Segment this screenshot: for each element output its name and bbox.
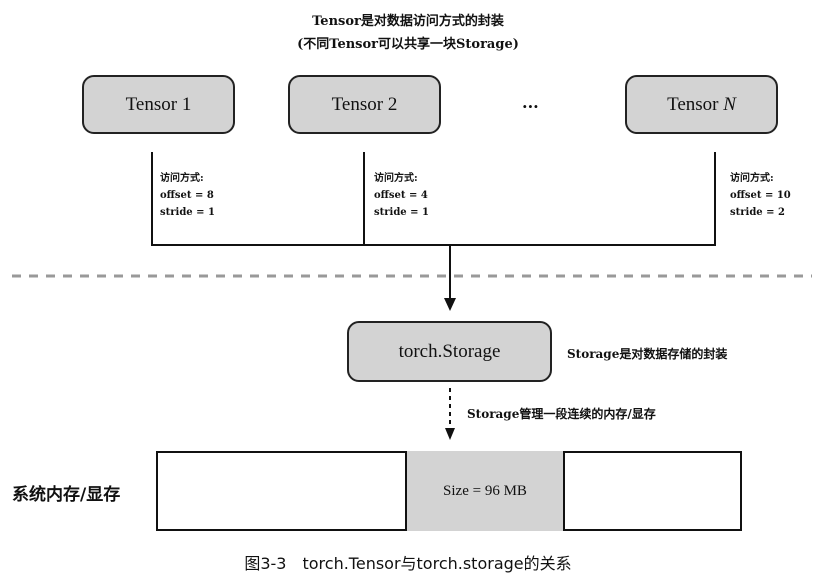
tensor-2-access: 访问方式: offset = 4 stride = 1 (374, 170, 429, 221)
stride-value: stride = 2 (730, 207, 785, 218)
access-label: 访问方式: (160, 173, 204, 184)
figure-caption: 图3-3 torch.Tensor与torch.storage的关系 (244, 554, 572, 573)
stride-value: stride = 1 (160, 207, 215, 218)
access-label: 访问方式: (374, 173, 418, 184)
tensor-1-label: Tensor 1 (125, 93, 192, 115)
access-label: 访问方式: (730, 173, 774, 184)
offset-value: offset = 4 (374, 190, 428, 201)
tensor-2-box: Tensor 2 (288, 75, 441, 134)
storage-box: torch.Storage (347, 321, 552, 382)
tensor-n-access: 访问方式: offset = 10 stride = 2 (730, 170, 791, 221)
storage-label: torch.Storage (398, 340, 501, 362)
tensor-2-label: Tensor 2 (331, 93, 398, 115)
diagram-subtitle: (不同Tensor可以共享一块Storage) (297, 37, 519, 52)
tensor-1-box: Tensor 1 (82, 75, 235, 134)
tensor-n-box: Tensor N (625, 75, 778, 134)
memory-segment: Size = 96 MB (405, 451, 565, 531)
offset-value: offset = 10 (730, 190, 791, 201)
diagram-title: Tensor是对数据访问方式的封装 (312, 14, 504, 29)
storage-description: Storage是对数据存储的封装 (567, 347, 728, 361)
storage-arrow-head (444, 298, 456, 311)
ellipsis: ... (522, 93, 539, 112)
stride-value: stride = 1 (374, 207, 429, 218)
offset-value: offset = 8 (160, 190, 214, 201)
tensor-n-label: Tensor (667, 93, 724, 115)
memory-label: 系统内存/显存 (12, 485, 121, 505)
memory-arrow-head (445, 428, 455, 440)
memory-segment-label: Size = 96 MB (443, 482, 527, 499)
tensor-1-access: 访问方式: offset = 8 stride = 1 (160, 170, 215, 221)
storage-manage-text: Storage管理一段连续的内存/显存 (467, 407, 656, 421)
tensor-n-suffix: N (723, 93, 736, 115)
